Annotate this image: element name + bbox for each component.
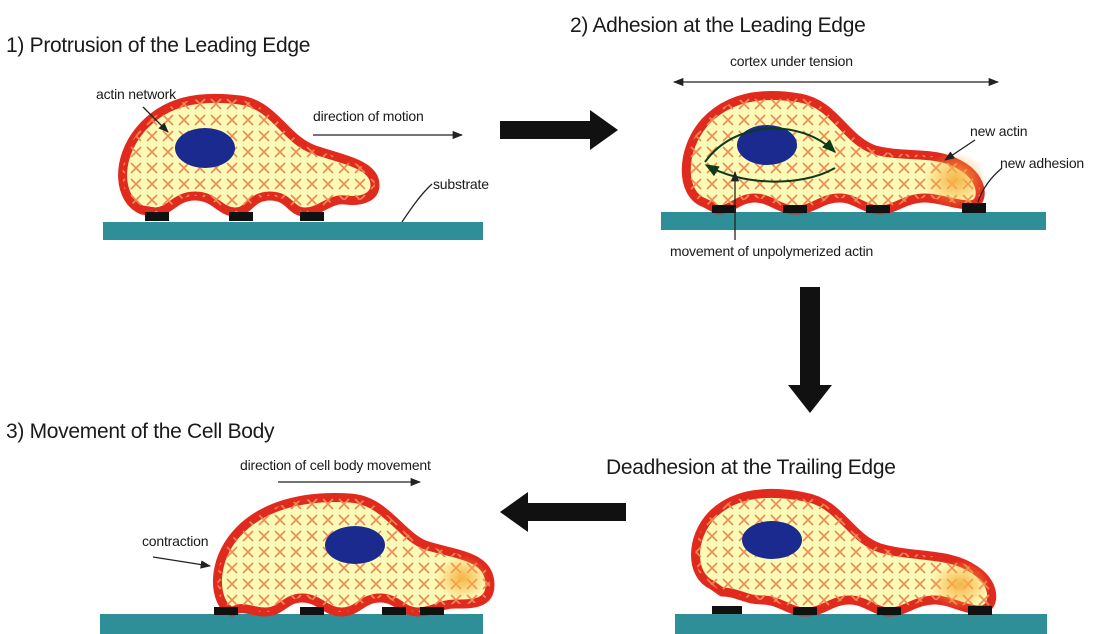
label-new-adhesion: new adhesion — [1000, 155, 1084, 171]
adhesion-site — [783, 205, 807, 213]
adhesion-site — [712, 205, 736, 213]
label-direction-cell-body-movement: direction of cell body movement — [240, 457, 431, 473]
cell-4-nucleus — [325, 526, 385, 564]
label-actin-network: actin network — [96, 86, 177, 102]
panel-cell-body-movement: 3) Movement of the Cell Body direction o… — [6, 420, 490, 634]
step-arrow-left — [500, 492, 626, 532]
panel-1-title: 1) Protrusion of the Leading Edge — [6, 34, 310, 57]
label-substrate: substrate — [433, 176, 489, 192]
label-new-actin: new actin — [970, 123, 1027, 139]
adhesion-site — [866, 205, 890, 213]
new-adhesion-site — [962, 203, 986, 213]
detached-adhesion — [712, 606, 742, 614]
label-movement-unpolymerized-actin: movement of unpolymerized actin — [670, 243, 873, 259]
panel-protrusion: 1) Protrusion of the Leading Edge actin … — [6, 34, 489, 240]
substrate-bar — [103, 222, 483, 240]
adhesion-site — [968, 606, 992, 615]
adhesion-site — [214, 607, 238, 615]
label-contraction: contraction — [142, 533, 208, 549]
cell-3 — [696, 493, 993, 615]
panel-2-title: 2) Adhesion at the Leading Edge — [570, 14, 865, 37]
cell-4 — [214, 497, 490, 615]
cell-2-nucleus — [737, 125, 797, 165]
adhesion-site — [300, 212, 324, 221]
pointer-contraction — [153, 557, 210, 566]
panel-deadhesion: Deadhesion at the Trailing Edge — [606, 456, 1047, 634]
panel-4-title: 3) Movement of the Cell Body — [6, 420, 275, 443]
label-direction-of-motion: direction of motion — [313, 108, 424, 124]
pointer-substrate — [402, 184, 432, 222]
substrate-bar — [661, 212, 1046, 230]
panel-3-title: Deadhesion at the Trailing Edge — [606, 456, 896, 479]
adhesion-site — [145, 212, 169, 221]
step-arrow-down — [788, 287, 832, 413]
step-arrow-right — [500, 110, 618, 150]
cell-3-nucleus — [742, 521, 802, 559]
cell-1-nucleus — [175, 128, 235, 168]
adhesion-site — [420, 607, 444, 615]
new-actin-region — [930, 561, 990, 609]
adhesion-site — [793, 607, 817, 615]
adhesion-site — [300, 607, 324, 615]
panel-adhesion-leading-edge: 2) Adhesion at the Leading Edge cortex u… — [570, 14, 1084, 259]
label-cortex-under-tension: cortex under tension — [730, 53, 853, 69]
substrate-bar — [100, 614, 483, 634]
adhesion-site — [229, 212, 253, 221]
new-actin-region — [923, 152, 987, 208]
adhesion-site — [877, 607, 901, 615]
new-actin-region — [436, 556, 488, 600]
substrate-bar — [675, 614, 1047, 634]
adhesion-site — [382, 607, 406, 615]
cell-2 — [686, 95, 987, 213]
